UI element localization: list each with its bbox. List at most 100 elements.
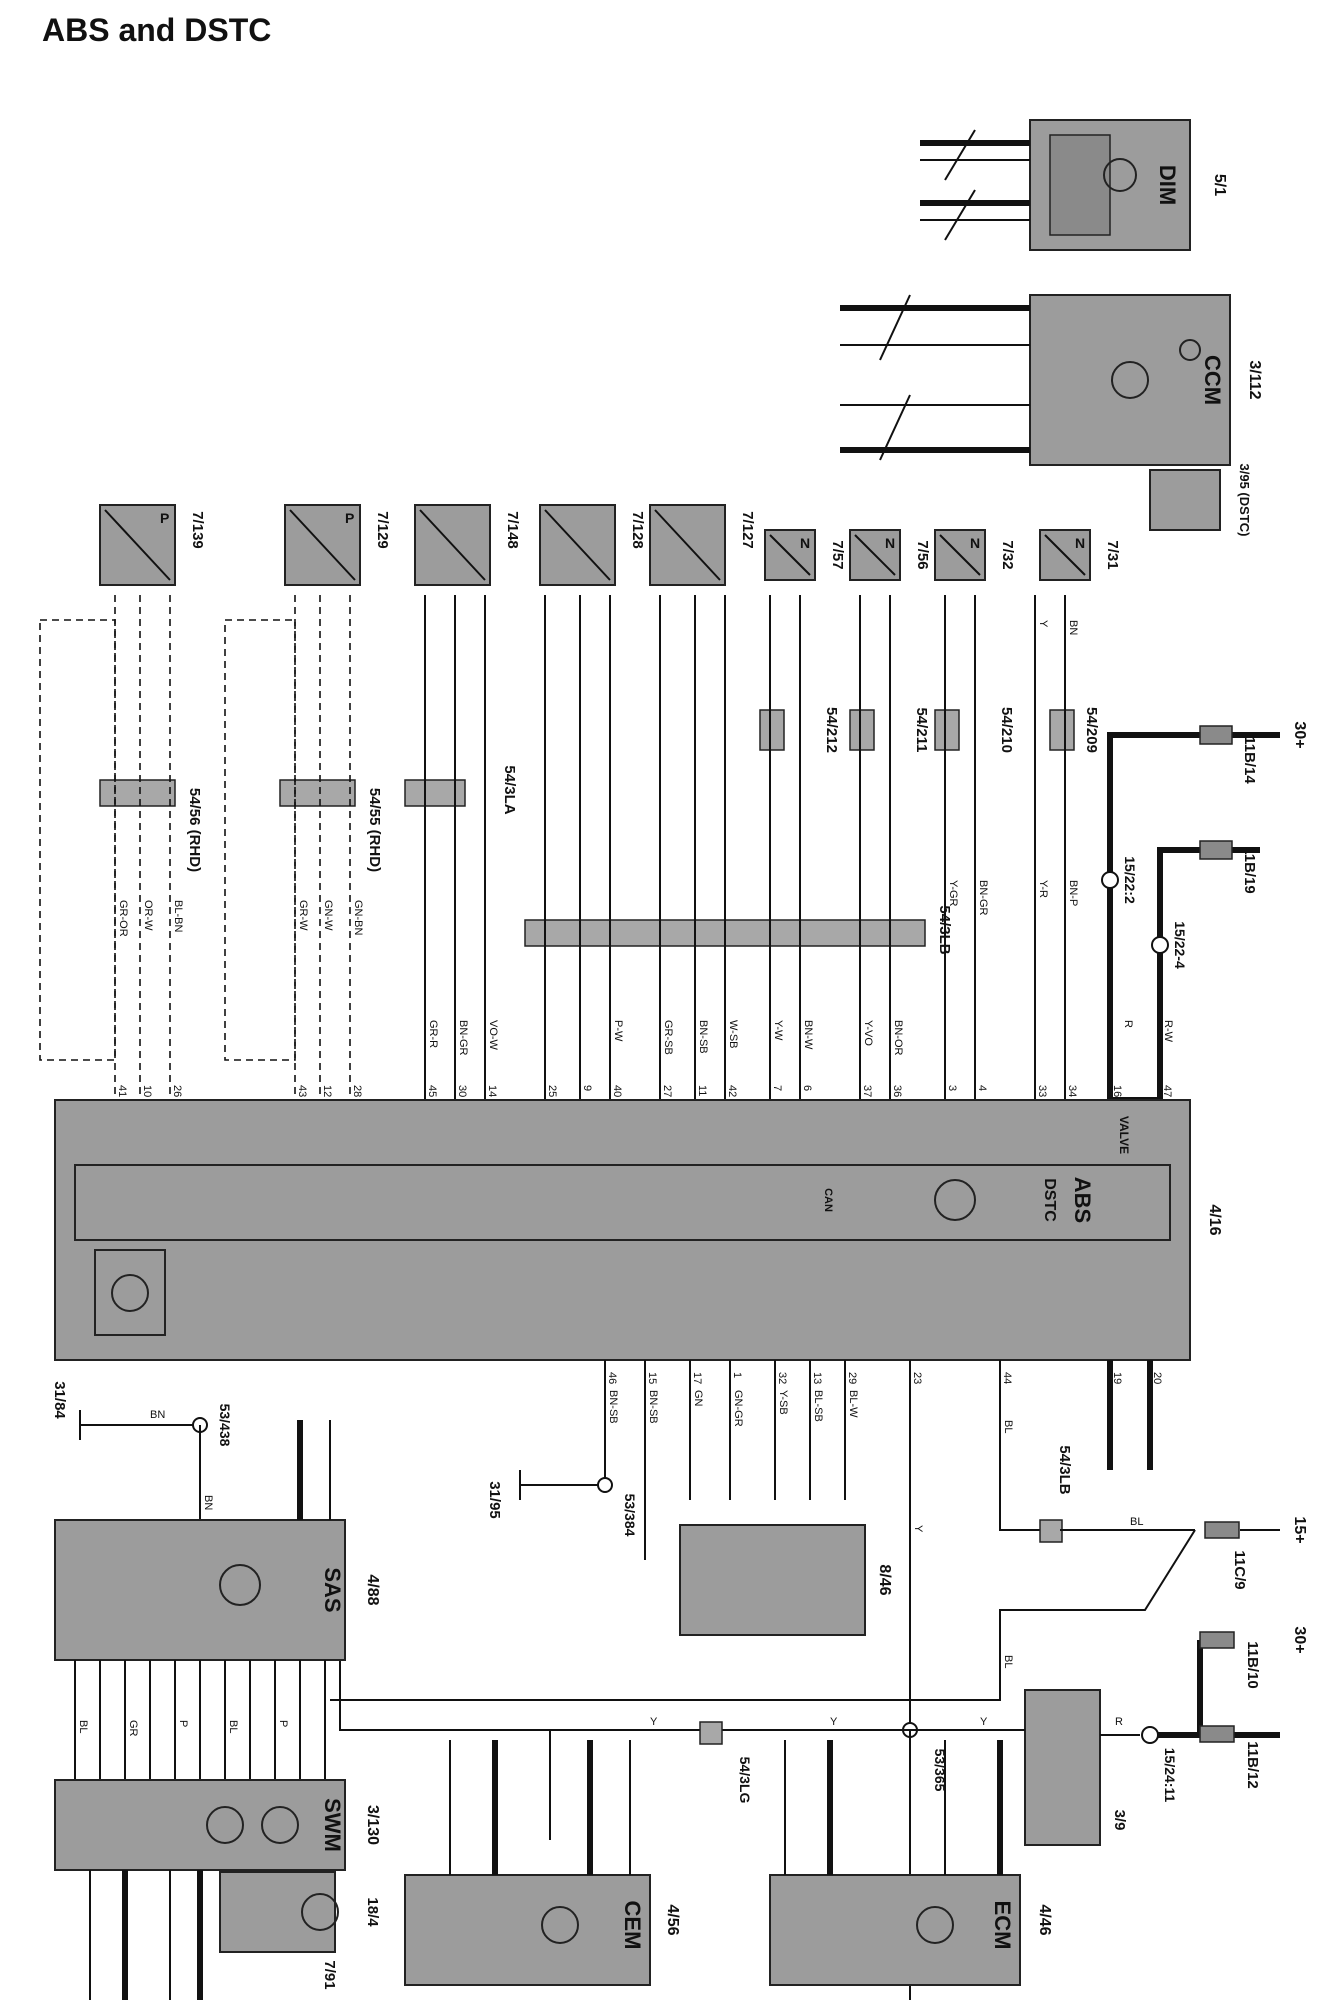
abs-pin: 45 xyxy=(426,1085,438,1097)
svg-text:Y: Y xyxy=(1037,620,1049,628)
cem-id: 4/56 xyxy=(664,1904,681,1935)
c54-210-label: 54/210 xyxy=(998,707,1015,753)
page-title: ABS and DSTC xyxy=(42,12,272,48)
sensor-7-139[interactable]: P 7/139 xyxy=(99,504,206,586)
sensor-letter: N xyxy=(800,535,810,551)
f11b14-label: 11B/14 xyxy=(1241,736,1258,784)
comp791-id: 7/91 xyxy=(321,1960,338,1989)
y-bus: 53/365 54/3LG xyxy=(339,1660,1025,1840)
abs-pin: 1 xyxy=(731,1372,743,1378)
svg-text:BN-GR: BN-GR xyxy=(977,880,989,916)
abs-sub-label: DSTC xyxy=(1041,1178,1058,1222)
sensor-id-label: 7/148 xyxy=(504,511,521,549)
cem-wires xyxy=(449,1740,631,1875)
feed-15-plus: 54/3LB 15+ 11C/9 xyxy=(330,1445,1308,1701)
abs-pin: 15 xyxy=(646,1372,658,1384)
swm-bottom-wires xyxy=(89,1870,203,2000)
abs-pin: 6 xyxy=(801,1085,813,1091)
sas-swm-wires xyxy=(74,1420,331,1780)
s15-22-2-label: 15/22:2 xyxy=(1122,856,1138,904)
ground-31-95: 31/95 53/384 xyxy=(486,1470,638,1537)
connector-54-3lb: 54/3LB xyxy=(524,905,953,955)
sensor-id-label: 7/57 xyxy=(829,540,846,569)
abs-pin: 4 xyxy=(976,1085,988,1091)
abs-pin: 34 xyxy=(1066,1085,1078,1097)
connector-54-211: 54/211 xyxy=(849,707,930,753)
relay-8-46[interactable]: 8/46 xyxy=(679,1524,893,1636)
c54-3la-label: 54/3LA xyxy=(501,765,518,814)
svg-text:GR: GR xyxy=(127,1720,139,1737)
sensor-7-148[interactable]: 7/148 xyxy=(414,504,521,586)
sensor-id-label: 7/32 xyxy=(999,540,1016,569)
dim-label: DIM xyxy=(1155,165,1180,205)
sas-label: SAS xyxy=(320,1567,345,1612)
svg-text:GR-OR: GR-OR xyxy=(117,900,129,937)
p30b-label: 30+ xyxy=(1291,1626,1308,1653)
svg-text:R: R xyxy=(1122,1020,1134,1028)
svg-text:BN-OR: BN-OR xyxy=(892,1020,904,1056)
sas-module[interactable]: SAS 4/88 xyxy=(54,1519,381,1661)
svg-text:BN-W: BN-W xyxy=(802,1020,814,1050)
svg-text:GN-GR: GN-GR xyxy=(732,1390,744,1427)
sensor-letter: N xyxy=(1075,535,1085,551)
relay846-id: 8/46 xyxy=(876,1564,893,1595)
abs-pin: 41 xyxy=(116,1085,128,1097)
svg-text:P-W: P-W xyxy=(612,1020,624,1042)
c54-212-label: 54/212 xyxy=(823,707,840,753)
power-feed-top: 30+ 11B/14 11B/19 15/22:2 15/22-4 xyxy=(1101,721,1308,1103)
ecm-module[interactable]: ECM 4/46 xyxy=(769,1874,1053,1986)
abs-pin: 10 xyxy=(141,1085,153,1097)
svg-text:Y: Y xyxy=(650,1716,658,1728)
svg-text:BN-SB: BN-SB xyxy=(607,1390,619,1424)
cem-module[interactable]: CEM 4/56 xyxy=(404,1874,681,1986)
sensor-id-label: 7/129 xyxy=(374,511,391,549)
ground-31-84: 31/84 53/438 xyxy=(51,1381,233,1520)
ecm-label: ECM xyxy=(990,1901,1015,1950)
f11b10-label: 11B/10 xyxy=(1244,1641,1261,1689)
p30a-label: 30+ xyxy=(1291,721,1308,748)
svg-text:BL: BL xyxy=(227,1720,239,1733)
swm-id: 3/130 xyxy=(364,1805,381,1845)
abs-pin: 3 xyxy=(946,1085,958,1091)
sensor-7-57[interactable]: N 7/57 xyxy=(764,529,846,581)
switch39-id: 3/9 xyxy=(1111,1810,1128,1831)
abs-dstc-module[interactable]: ABS DSTC VALVE CAN 4/16 xyxy=(54,1099,1223,1361)
abs-can-label: CAN xyxy=(822,1188,834,1212)
abs-id: 4/16 xyxy=(1206,1204,1223,1235)
sensor-id-label: 7/139 xyxy=(189,511,206,549)
sensor-letter: P xyxy=(160,510,169,526)
svg-text:R-W: R-W xyxy=(1162,1020,1174,1043)
ccm-module[interactable]: CCM 3/112 3/95 (DSTC) xyxy=(1029,294,1263,537)
sas-id: 4/88 xyxy=(364,1574,381,1605)
abs-pin: 13 xyxy=(811,1372,823,1384)
svg-text:GR-W: GR-W xyxy=(297,900,309,931)
svg-text:BN: BN xyxy=(150,1409,165,1421)
abs-pin: 46 xyxy=(606,1372,618,1384)
svg-text:Y-R: Y-R xyxy=(1037,880,1049,898)
dim-module[interactable]: DIM 5/1 xyxy=(1029,119,1228,251)
ecm-id: 4/46 xyxy=(1036,1904,1053,1935)
abs-pin: 33 xyxy=(1036,1085,1048,1097)
swm-module[interactable]: SWM 3/130 xyxy=(54,1779,381,1871)
g31-84-label: 31/84 xyxy=(51,1381,68,1419)
abs-pin: 28 xyxy=(351,1085,363,1097)
svg-text:BN-SB: BN-SB xyxy=(697,1020,709,1054)
switch-3-9[interactable]: 3/9 xyxy=(1024,1689,1128,1846)
ccm-sub-id: 3/95 (DSTC) xyxy=(1237,464,1252,537)
svg-text:Y: Y xyxy=(830,1716,838,1728)
sensor-7-127[interactable]: 7/127 xyxy=(649,504,756,586)
svg-text:R: R xyxy=(1115,1716,1123,1728)
svg-text:Y-SB: Y-SB xyxy=(777,1390,789,1415)
abs-pin: 12 xyxy=(321,1085,333,1097)
abs-pin: 44 xyxy=(1001,1372,1013,1384)
abs-pin: 16 xyxy=(1111,1085,1123,1097)
ccm-label: CCM xyxy=(1200,355,1225,405)
s53-384-label: 53/384 xyxy=(622,1494,638,1537)
sensor-7-128[interactable]: 7/128 xyxy=(539,504,646,586)
